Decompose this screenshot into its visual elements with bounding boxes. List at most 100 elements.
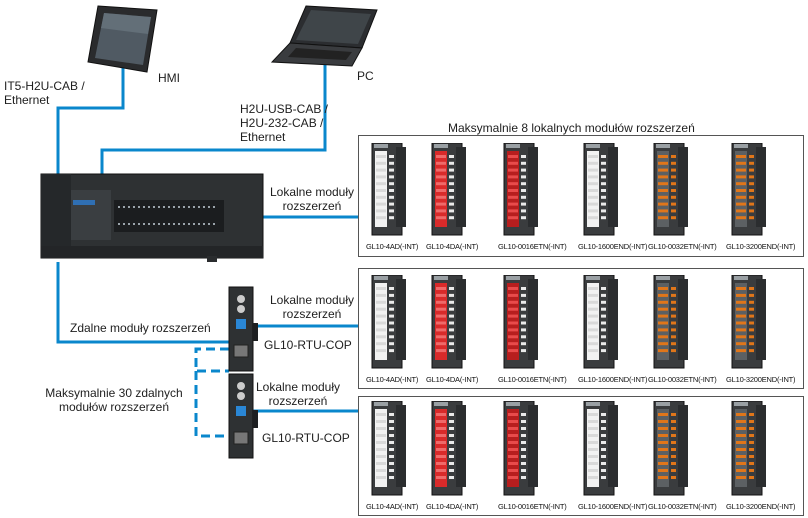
plc-brand-plate: [73, 200, 95, 205]
module-side: [678, 279, 688, 360]
module-name-label: GL10-0032ETN(-INT): [648, 242, 717, 251]
connection-lines: [56, 60, 358, 413]
module-terminal-screw: [601, 469, 606, 472]
plc-led-output: [163, 223, 165, 225]
module-terminal-screw: [521, 209, 526, 213]
module-terminal-screw: [449, 307, 454, 311]
hmi-device: [87, 5, 158, 73]
module-terminal-screw: [521, 420, 526, 423]
module-side: [456, 405, 466, 487]
module-terminal-screw: [449, 202, 454, 206]
module-terminal: [436, 455, 446, 458]
module-name-label: GL10-4AD(-INT): [366, 242, 419, 251]
module-terminal: [736, 455, 746, 458]
module-top-latch: [374, 144, 388, 148]
module-name-label: GL10-4DA(-INT): [426, 242, 479, 251]
module-terminal-screw: [389, 182, 394, 186]
module-name-label: GL10-1600END(-INT): [578, 242, 648, 251]
module-terminal-screw: [749, 293, 754, 297]
remote-chain-dash-2: [194, 371, 229, 438]
module-top-latch: [656, 276, 670, 280]
module-terminal: [376, 469, 386, 472]
rtu-dial-1: [237, 295, 245, 303]
module-terminal: [508, 476, 518, 479]
module-side: [756, 279, 766, 360]
remote-modules-label: Zdalne moduły rozszerzeń: [70, 321, 211, 335]
local-modules-label-3-line1: Lokalne moduły: [255, 380, 341, 394]
module-terminal: [658, 287, 668, 290]
module-terminal: [376, 189, 386, 192]
module-terminal-screw: [671, 448, 676, 451]
module-terminal: [508, 455, 518, 458]
module-terminal-screw: [521, 349, 526, 353]
module-terminal: [508, 314, 518, 318]
rtu-dial-2: [237, 305, 245, 313]
module-top-latch: [374, 402, 388, 406]
module-terminal-screw: [671, 209, 676, 213]
module-terminal-screw: [389, 328, 394, 332]
module-terminal: [376, 349, 386, 353]
module-terminal: [376, 182, 386, 186]
module-terminal-screw: [671, 476, 676, 479]
pc-cable-label-line2: H2U-232-CAB /: [240, 116, 324, 130]
module-terminal: [736, 307, 746, 311]
module-terminal: [508, 168, 518, 172]
module-terminal-screw: [389, 349, 394, 353]
local-modules-label-2-line1: Lokalne moduły: [269, 293, 355, 307]
module-graphic: [583, 400, 618, 496]
plc-led-output: [143, 223, 145, 225]
plc-led-input: [208, 206, 210, 208]
module-terminal: [658, 335, 668, 339]
module-side: [456, 279, 466, 360]
plc-led-input: [138, 206, 140, 208]
devices: [40, 5, 378, 459]
module-terminal: [436, 168, 446, 172]
module-top-latch: [506, 144, 520, 148]
module-terminal-screw: [449, 314, 454, 318]
module-terminal: [376, 216, 386, 220]
module-terminal: [588, 195, 598, 199]
plc-led-output: [178, 223, 180, 225]
module-terminal-screw: [521, 335, 526, 339]
module-terminal: [436, 349, 446, 353]
module-terminal: [508, 300, 518, 304]
module-terminal-screw: [601, 349, 606, 353]
module-terminal-screw: [521, 434, 526, 437]
module-terminal: [436, 314, 446, 318]
module-terminal-screw: [389, 209, 394, 213]
module-graphic: [503, 400, 538, 496]
module-name-label: GL10-4DA(-INT): [426, 375, 479, 384]
plc-led-input: [133, 206, 135, 208]
hmi-screen-glare: [101, 13, 151, 34]
module-terminal: [508, 293, 518, 297]
module-terminal-screw: [671, 427, 676, 430]
module-terminal-screw: [671, 168, 676, 172]
module-name-label: GL10-3200END(-INT): [726, 502, 796, 511]
module-terminal: [508, 434, 518, 437]
module-terminal-screw: [671, 202, 676, 206]
module-side: [608, 147, 618, 227]
module-top-latch: [506, 402, 520, 406]
max-local-label: Maksymalnie 8 lokalnych modułów rozszerz…: [448, 121, 695, 135]
module-terminal: [376, 161, 386, 165]
module-top-latch: [586, 276, 600, 280]
module-terminal-screw: [671, 189, 676, 192]
module-terminal-screw: [521, 195, 526, 199]
module-terminal-screw: [671, 441, 676, 444]
module-side: [678, 405, 688, 487]
module-terminal-screw: [601, 168, 606, 172]
module-terminal: [436, 469, 446, 472]
expansion-module: [368, 274, 416, 374]
plc-left-cover: [41, 174, 71, 258]
module-terminal-screw: [749, 287, 754, 290]
module-side: [396, 147, 406, 227]
module-terminal: [436, 216, 446, 220]
module-terminal: [658, 434, 668, 437]
module-terminal: [376, 455, 386, 458]
module-graphic: [371, 142, 406, 236]
module-terminal: [658, 195, 668, 199]
module-terminal-screw: [671, 455, 676, 458]
plc-led-input: [178, 206, 180, 208]
module-terminal-screw: [749, 462, 754, 465]
hmi-cable-label-line2: Ethernet: [4, 93, 50, 107]
